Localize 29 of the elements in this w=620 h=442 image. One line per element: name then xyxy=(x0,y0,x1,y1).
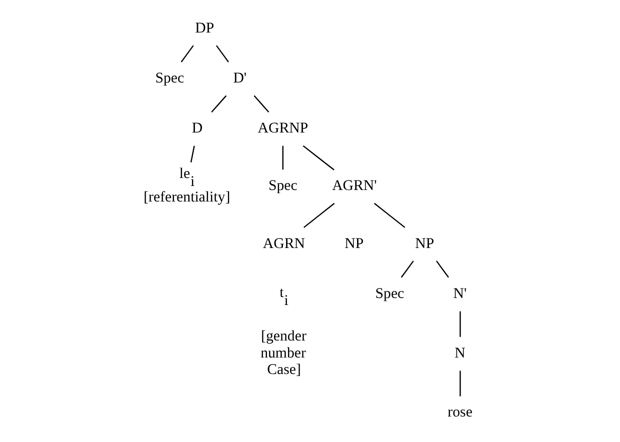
node-text: AGRN xyxy=(262,236,304,252)
node-text: AGRNP xyxy=(257,120,308,137)
connector xyxy=(210,95,226,113)
label: NP xyxy=(344,236,364,252)
node-text: rose xyxy=(447,404,472,421)
node-label: [referentiality] xyxy=(143,189,230,206)
connector xyxy=(302,145,334,170)
node-text: N' xyxy=(452,286,466,302)
label: [gender number Case] xyxy=(260,328,306,378)
connector xyxy=(253,95,269,113)
connector xyxy=(180,45,194,62)
node-text: Spec xyxy=(154,70,184,86)
connector xyxy=(400,260,414,278)
connector xyxy=(303,202,334,228)
node-text: Spec xyxy=(268,178,297,194)
node-text: DP xyxy=(194,20,214,36)
connector xyxy=(282,146,283,170)
node-text: NP xyxy=(414,236,434,252)
connector xyxy=(190,146,194,162)
connector xyxy=(374,202,405,228)
connector xyxy=(459,311,460,337)
connector xyxy=(459,370,460,396)
node-text: D xyxy=(191,120,202,137)
node-text: N xyxy=(454,345,465,362)
node-text: Spec xyxy=(374,286,404,302)
connector xyxy=(215,45,228,62)
connector xyxy=(436,260,448,278)
node-text: D' xyxy=(232,70,246,86)
node-text: AGRN' xyxy=(332,178,376,194)
